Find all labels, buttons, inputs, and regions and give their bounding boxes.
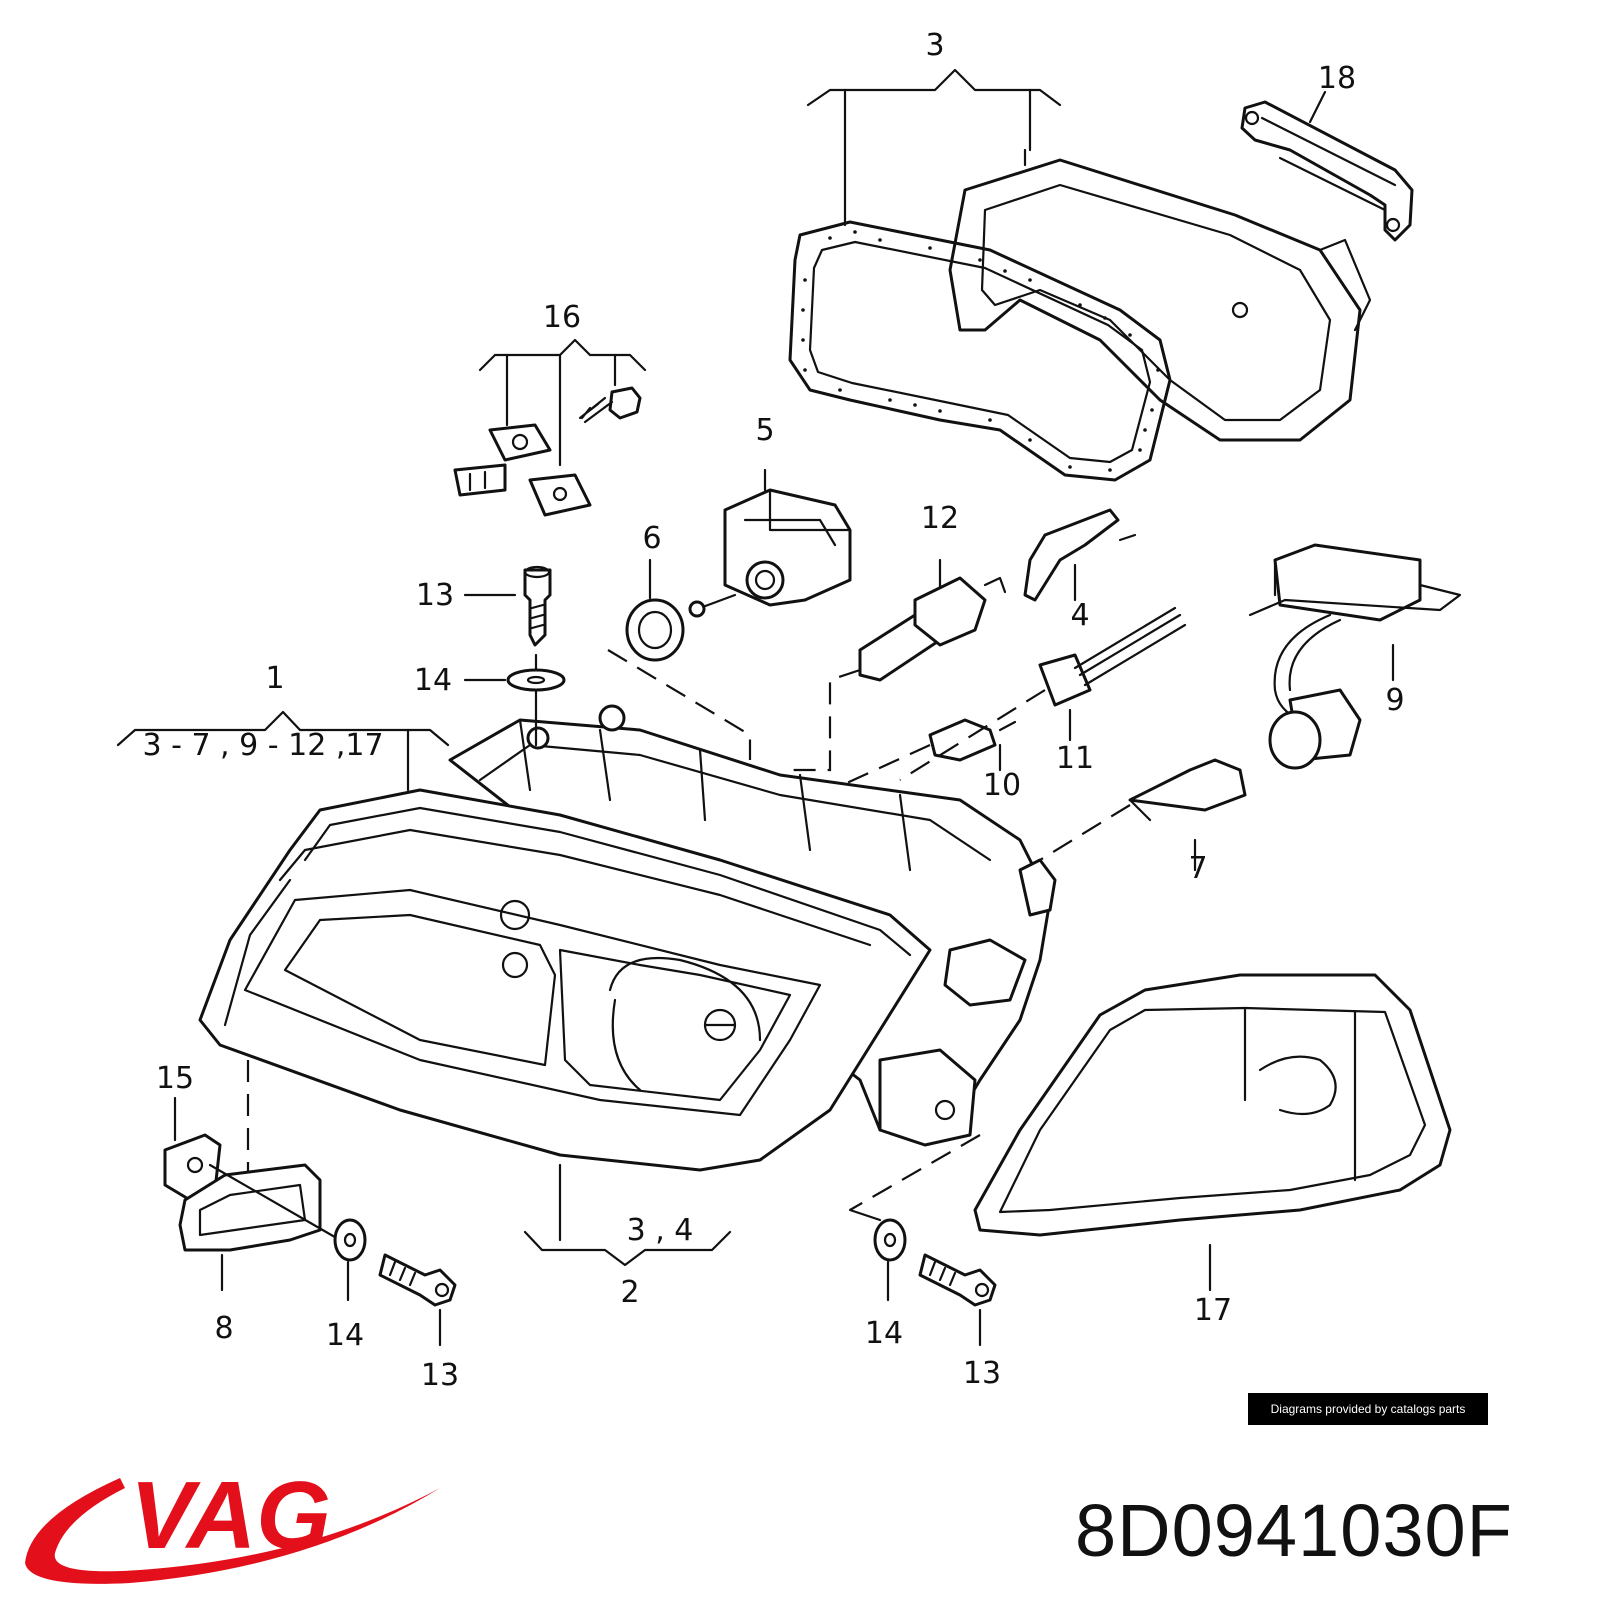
callout-12: 12 — [921, 501, 959, 536]
callout-9: 9 — [1385, 683, 1404, 718]
callout-2: 2 — [620, 1275, 639, 1310]
callout-8: 8 — [214, 1311, 233, 1346]
fastener-lower-right: 14 13 — [848, 1208, 1001, 1391]
fastener-lower-left: 14 13 — [326, 1218, 459, 1393]
part-9-control-unit: 9 — [1248, 543, 1462, 770]
part-number: 8D0941030F — [1075, 1489, 1513, 1572]
seal-dots — [801, 230, 1160, 472]
callout-1: 1 — [265, 661, 284, 696]
part-17-indicator-lens: 17 — [973, 973, 1452, 1328]
callout-3: 3 — [925, 28, 944, 63]
part-11-socket-wires: 11 — [1038, 606, 1187, 776]
vag-logo-swoosh — [25, 1478, 440, 1584]
part-6-retaining-ring: 6 — [625, 521, 685, 662]
part-1-headlamp-assembly: 1 3 - 7 , 9 - 12 ,17 — [116, 661, 1057, 1172]
part-18-bracket: 18 — [1240, 61, 1414, 242]
callout-17: 17 — [1194, 1293, 1232, 1328]
callout-14-right: 14 — [865, 1316, 903, 1351]
part-5-bulb-socket: 5 — [688, 413, 852, 618]
callout-16: 16 — [543, 300, 581, 335]
callout-18: 18 — [1318, 61, 1356, 96]
callout-13-left: 13 — [421, 1358, 459, 1393]
callout-4: 4 — [1070, 598, 1089, 633]
callout-7: 7 — [1188, 851, 1207, 886]
callout-2-range: 3 , 4 — [627, 1213, 694, 1248]
part-16-clip-set: 16 — [453, 300, 647, 517]
diagram-credit-label: Diagrams provided by catalogs parts — [1248, 1393, 1488, 1425]
callout-6: 6 — [642, 521, 661, 556]
callout-13-right: 13 — [963, 1356, 1001, 1391]
callout-1-range: 3 - 7 , 9 - 12 ,17 — [142, 728, 383, 763]
part-3-seal-and-frame: 3 — [788, 28, 1372, 482]
part-15-and-8-mount: 15 8 — [156, 1061, 342, 1346]
callout-15: 15 — [156, 1061, 194, 1096]
vag-logo-wordmark: VAG — [130, 1462, 331, 1569]
part-2-bracket: 3 , 4 2 — [523, 1163, 732, 1310]
callout-14-left: 14 — [326, 1318, 364, 1353]
fastener-top: 13 14 — [414, 565, 566, 747]
vag-logo: VAG — [25, 1462, 440, 1584]
callout-13-top: 13 — [416, 578, 454, 613]
part-4-shield: 4 — [1023, 508, 1137, 633]
callout-10: 10 — [983, 768, 1021, 803]
callout-11: 11 — [1056, 741, 1094, 776]
callout-5: 5 — [755, 413, 774, 448]
callout-14-top: 14 — [414, 663, 452, 698]
part-12-bulb: 12 — [858, 501, 1007, 682]
part-7-xenon-bulb: 7 — [1128, 758, 1247, 886]
